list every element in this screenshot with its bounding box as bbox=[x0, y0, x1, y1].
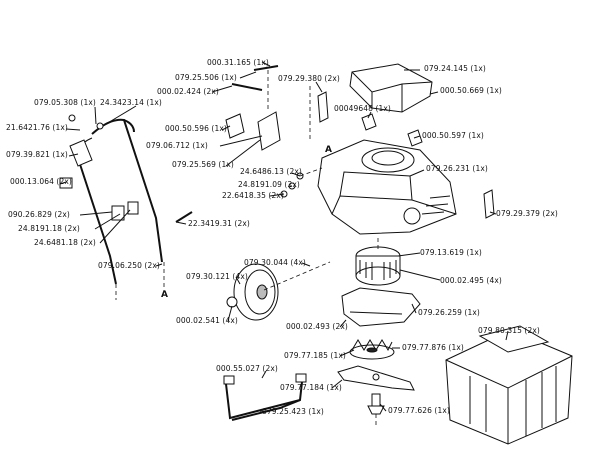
rear-axle-bracket bbox=[223, 373, 307, 421]
part-label: 000.02.493 (2x) bbox=[286, 322, 348, 331]
part-label: 079.77.184 (1x) bbox=[280, 383, 342, 392]
part-label: 000.55.027 (2x) bbox=[216, 364, 278, 373]
part-label: 000.50.596 (1x) bbox=[165, 124, 227, 133]
part-label: 079.29.379 (2x) bbox=[496, 209, 558, 218]
section-marker: A bbox=[161, 290, 169, 300]
part-label: 079.06.712 (1x) bbox=[146, 141, 208, 150]
fan-housing bbox=[341, 287, 421, 327]
part-label: 079.29.380 (2x) bbox=[278, 74, 340, 83]
part-label: 079.24.145 (1x) bbox=[424, 64, 486, 73]
part-label: 079.77.876 (1x) bbox=[402, 343, 464, 352]
part-label: 079.25.569 (1x) bbox=[172, 160, 234, 169]
part-label: 000.13.064 (2x) bbox=[10, 177, 72, 186]
part-label: 24.6486.13 (2x) bbox=[240, 167, 302, 176]
section-marker: A bbox=[325, 145, 333, 155]
part-label: 079.13.619 (1x) bbox=[420, 248, 482, 257]
mower-deck bbox=[317, 139, 457, 235]
part-label: 24.3423.14 (1x) bbox=[100, 98, 162, 107]
part-label: 079.25.423 (1x) bbox=[262, 407, 324, 416]
part-label: 079.77.626 (1x) bbox=[388, 406, 450, 415]
part-label: 000.31.165 (1x) bbox=[207, 58, 269, 67]
leader-lines bbox=[59, 61, 509, 413]
part-label: 000.50.597 (1x) bbox=[422, 131, 484, 140]
part-label: 22.6418.35 (2x) bbox=[222, 191, 284, 200]
part-label: 24.8191.09 (2x) bbox=[238, 180, 300, 189]
part-label: 079.05.308 (1x) bbox=[34, 98, 96, 107]
wheel bbox=[226, 261, 331, 321]
part-label: 079.25.506 (1x) bbox=[175, 73, 237, 82]
cutter-blade bbox=[337, 365, 415, 391]
part-label: 24.8191.18 (2x) bbox=[18, 224, 80, 233]
part-label: 079.77.185 (1x) bbox=[284, 351, 346, 360]
part-label: 000.50.669 (1x) bbox=[440, 86, 502, 95]
part-label: 00049648 (1x) bbox=[334, 104, 391, 113]
part-label: 21.6421.76 (1x) bbox=[6, 123, 68, 132]
part-label: 000.02.424 (2x) bbox=[157, 87, 219, 96]
part-label: 079.80.315 (2x) bbox=[478, 326, 540, 335]
rods bbox=[231, 65, 311, 140]
part-label: 090.26.829 (2x) bbox=[8, 210, 70, 219]
part-label: 000.02.495 (4x) bbox=[440, 276, 502, 285]
part-label: 079.06.250 (2x) bbox=[98, 261, 160, 270]
part-label: 079.39.821 (1x) bbox=[6, 150, 68, 159]
part-label: 079.30.121 (4x) bbox=[186, 272, 248, 281]
part-label: 079.26.231 (1x) bbox=[426, 164, 488, 173]
part-label: 22.3419.31 (2x) bbox=[188, 219, 250, 228]
blade-screw bbox=[367, 393, 385, 426]
grass-catcher bbox=[445, 325, 573, 445]
motor bbox=[355, 238, 401, 286]
handle-switch bbox=[59, 114, 139, 221]
fan-wheel bbox=[349, 339, 395, 360]
part-label: 079.26.259 (1x) bbox=[418, 308, 480, 317]
part-label: 000.02.541 (4x) bbox=[176, 316, 238, 325]
part-label: 079.30.044 (4x) bbox=[244, 258, 306, 267]
part-label: 24.6481.18 (2x) bbox=[34, 238, 96, 247]
top-cover bbox=[349, 63, 433, 113]
